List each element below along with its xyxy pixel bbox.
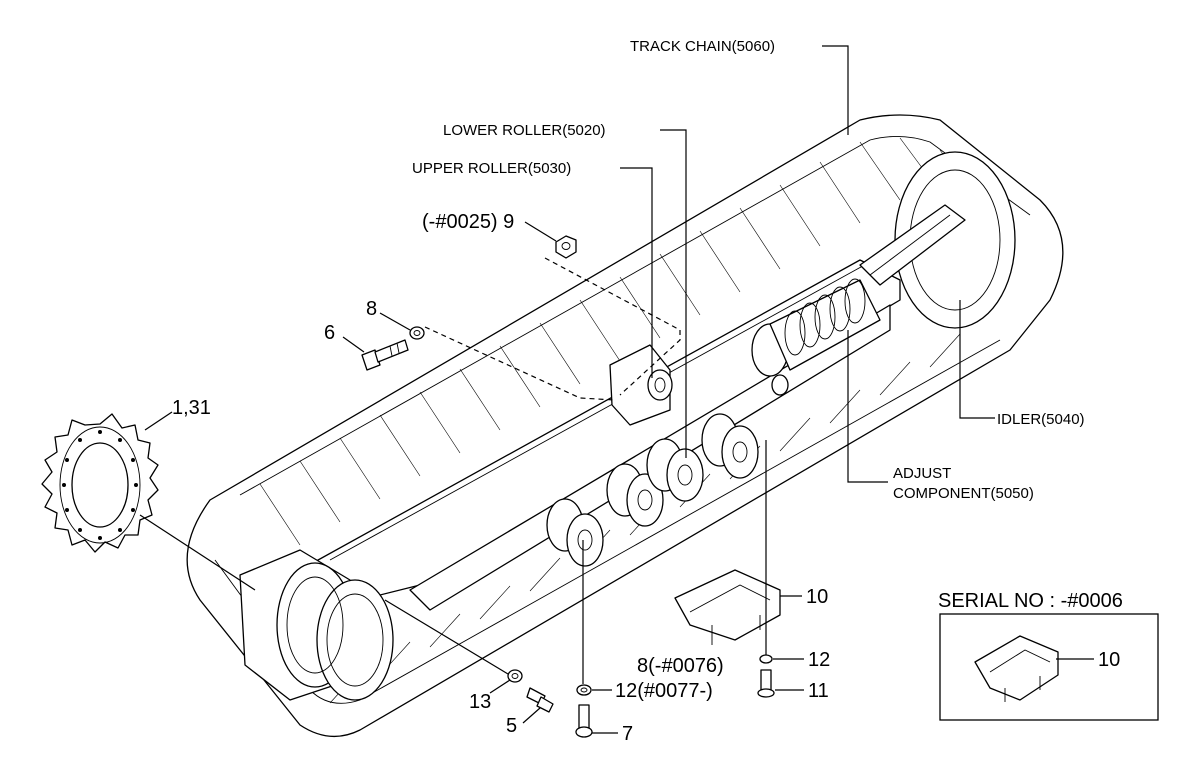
label-part-13: 13 — [469, 691, 491, 713]
label-track-chain: TRACK CHAIN(5060) — [630, 38, 775, 55]
label-idler: IDLER(5040) — [997, 411, 1085, 428]
label-part-5: 5 — [506, 715, 517, 737]
inset-guard-drawing — [974, 635, 1059, 702]
leader-lines — [139, 45, 995, 734]
label-part-8-serial: 8(-#0076) — [637, 655, 724, 677]
washer-12-right-drawing — [759, 654, 773, 664]
washer-13-drawing — [507, 669, 523, 683]
lower-rollers-drawing — [546, 413, 759, 567]
label-part-12-serial: 12(#0077-) — [615, 680, 713, 702]
label-part-1-31: 1,31 — [172, 397, 211, 419]
bolt-11-drawing — [757, 669, 775, 698]
label-part-10: 10 — [806, 586, 828, 608]
washer-8-drawing — [409, 326, 425, 340]
label-part-9: (-#0025) 9 — [422, 211, 514, 233]
upper-roller-drawing — [609, 344, 673, 426]
track-guard-drawing — [674, 569, 781, 645]
diagram-labels: TRACK CHAIN(5060) LOWER ROLLER(5020) UPP… — [172, 38, 1123, 745]
nut-9-drawing — [555, 235, 577, 259]
sprocket-drawing — [41, 413, 159, 553]
washer-12-serial-drawing — [576, 684, 592, 696]
label-adjust-line1: ADJUST — [893, 465, 951, 482]
label-part-7: 7 — [622, 723, 633, 745]
label-part-11: 11 — [808, 680, 829, 702]
label-part-6: 6 — [324, 322, 335, 344]
label-part-12-right: 12 — [808, 649, 830, 671]
idler-drawing — [859, 151, 1016, 329]
label-lower-roller: LOWER ROLLER(5020) — [443, 122, 606, 139]
bolt-6-drawing — [361, 339, 409, 371]
label-inset-part-10: 10 — [1098, 649, 1120, 671]
label-upper-roller: UPPER ROLLER(5030) — [412, 160, 571, 177]
dashed-fastener-paths — [424, 257, 681, 401]
bolt-5-drawing — [526, 687, 554, 713]
label-adjust-line2: COMPONENT(5050) — [893, 485, 1034, 502]
serial-inset-box — [939, 613, 1159, 721]
adjust-component-drawing — [751, 278, 881, 396]
label-part-8: 8 — [366, 298, 377, 320]
label-serial-no: SERIAL NO : -#0006 — [938, 590, 1123, 612]
bolt-7-drawing — [575, 704, 593, 738]
drive-motor-drawing — [239, 549, 394, 701]
